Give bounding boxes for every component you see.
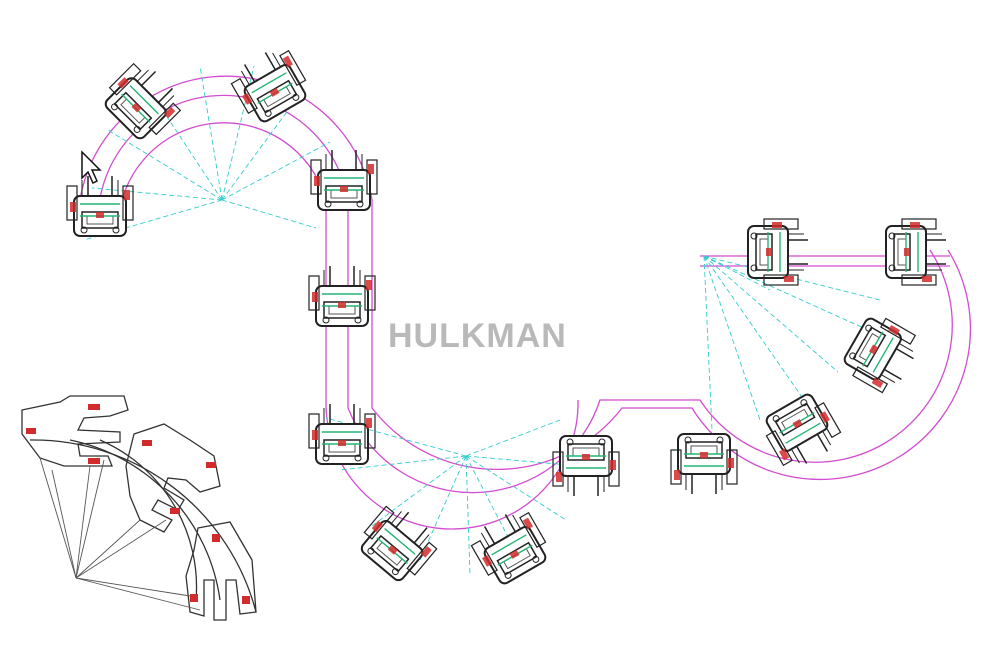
chain-link <box>552 435 620 497</box>
arrow-cursor-icon <box>81 150 102 185</box>
brand-watermark: HULKMAN <box>388 317 567 355</box>
chain-link <box>308 265 376 327</box>
chain-link <box>308 403 376 465</box>
chain-link <box>747 218 809 286</box>
chain-link <box>465 503 555 591</box>
chain-link <box>353 497 445 589</box>
chain-link <box>225 41 315 129</box>
arc-detail-drawing <box>21 395 257 621</box>
chain-link <box>837 309 925 399</box>
chain-link <box>670 433 738 495</box>
chain-link <box>310 149 378 211</box>
chain-link <box>885 218 947 286</box>
